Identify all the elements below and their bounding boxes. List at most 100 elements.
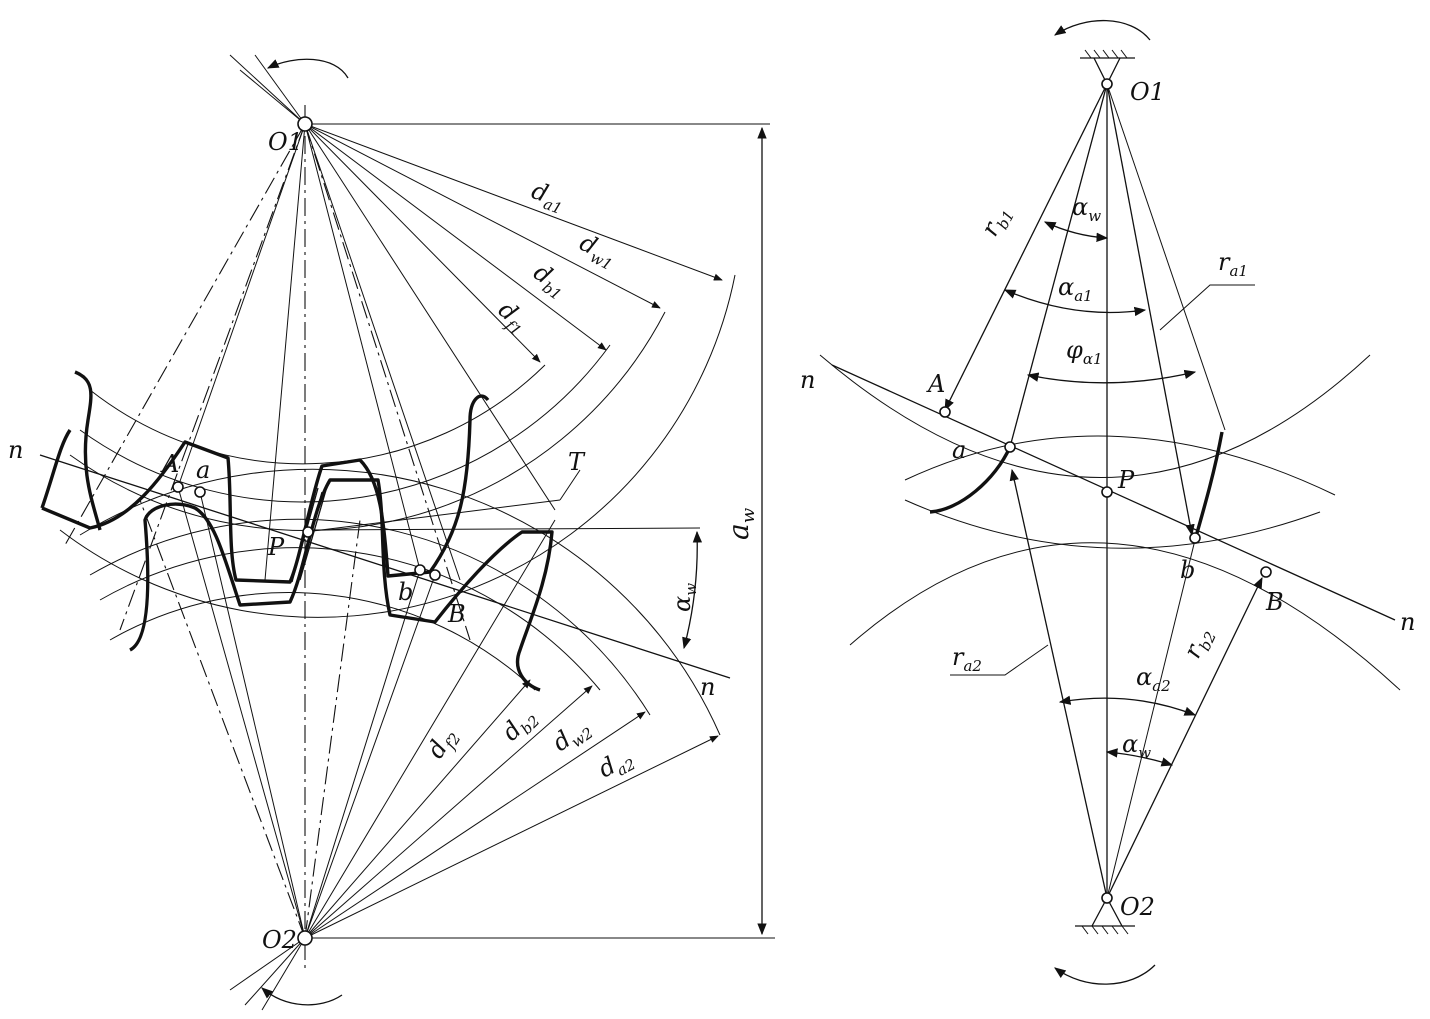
ra1-leader [1159, 284, 1255, 331]
gear1-base-circle [79, 344, 611, 503]
gear1-circles [59, 274, 736, 618]
right-gear1-rotation-arrow [1054, 19, 1151, 41]
gear1-addendum-circle [59, 274, 736, 618]
left-o2-point [297, 930, 313, 946]
tangent-T-line [304, 499, 561, 533]
phi-a1-arc [1026, 369, 1197, 384]
gear1-rotation-arrow [266, 58, 349, 79]
o1-to-a-line [1009, 83, 1108, 448]
right-gear2-rotation-arrow [1054, 964, 1156, 985]
o1-aux-line [1106, 83, 1226, 431]
right-tooth-profile-a [929, 446, 1012, 514]
left-o1-point [297, 116, 313, 132]
label-rb2: rb2 [1178, 623, 1220, 664]
label-db2: db2 [496, 702, 543, 749]
gear2-base-arc [849, 542, 1401, 691]
gear1-base-arc [819, 354, 1371, 478]
rb2-line [1106, 576, 1263, 899]
svg-text:df1: df1 [490, 296, 534, 340]
gear2-radial-lines [139, 486, 719, 1011]
right-n-right-label: n [1400, 608, 1415, 636]
gear2-tooth-profile [129, 478, 554, 692]
label-df2: df2 [421, 722, 464, 765]
left-A-label: A [160, 450, 179, 478]
svg-text:rb2: rb2 [1178, 623, 1220, 664]
right-o1-point [1101, 78, 1113, 90]
label-phi-a1: φα1 [1066, 336, 1103, 368]
right-point-b [1189, 532, 1201, 544]
alpha-a1-arc [1003, 289, 1147, 317]
ra2-leader [950, 644, 1049, 676]
right-n-left-label: n [800, 366, 815, 394]
right-gear-circles [819, 354, 1401, 691]
right-A-label: A [926, 370, 945, 398]
svg-text:df2: df2 [421, 722, 464, 765]
gear2-pitch-circle [89, 518, 651, 716]
left-b-label: b [398, 578, 413, 606]
left-point-a [194, 486, 206, 498]
right-point-a [1004, 441, 1016, 453]
right-a-label: a [952, 436, 966, 464]
left-point-b [414, 564, 426, 576]
svg-text:db2: db2 [496, 702, 543, 749]
rb1-line [944, 83, 1108, 412]
gear2-addendum-circle [79, 468, 721, 736]
left-gear-figure: O1 O2 n n A a P b B T da1 dw1 db1 df1 df… [8, 54, 775, 1011]
right-point-A [939, 406, 951, 418]
label-db1: db1 [526, 258, 573, 304]
svg-text:db1: db1 [526, 258, 573, 304]
right-o1-label: O1 [1130, 78, 1165, 106]
left-point-P [302, 526, 314, 538]
ra1-line [1106, 83, 1195, 537]
label-alpha-w-bottom: αw [1122, 730, 1151, 762]
gear1-tooth-profile [40, 370, 490, 584]
left-point-A [172, 481, 184, 493]
label-da1: da1 [527, 176, 570, 218]
right-point-P [1101, 486, 1113, 498]
alpha-a2-arc [1058, 695, 1197, 716]
label-ra1: ra1 [1218, 248, 1248, 280]
right-tooth-profile-b [1193, 431, 1224, 541]
right-o2-point [1101, 892, 1113, 904]
right-P-label: P [1117, 466, 1135, 494]
T-leader [559, 469, 581, 501]
label-pressure-angle: αw [668, 583, 700, 612]
left-o2-label: O2 [262, 926, 297, 954]
left-o1-label: O1 [268, 128, 303, 156]
label-ra2: ra2 [952, 643, 982, 675]
ra2-line [1009, 468, 1108, 899]
gear1-pitch-circle [69, 311, 666, 531]
right-b-label: b [1180, 556, 1195, 584]
gear2-circles [79, 468, 721, 736]
svg-text:dw2: dw2 [547, 712, 596, 760]
label-center-distance: aw [722, 507, 759, 540]
left-point-B [429, 569, 441, 581]
right-gear-figure: O1 O2 n n A a P b B rb1 ra1 ra2 rb2 αw α… [800, 19, 1415, 985]
left-B-label: B [447, 600, 466, 628]
svg-text:αw: αw [668, 583, 700, 612]
alpha-w-top-arc [1043, 221, 1109, 243]
svg-text:aw: aw [722, 507, 759, 540]
label-alpha-a1: αa1 [1058, 273, 1093, 305]
gear2-rotation-arrow [261, 987, 343, 1006]
left-T-label: T [568, 448, 586, 476]
left-n-bottom-label: n [700, 673, 715, 701]
pressure-angle-arc [682, 530, 703, 650]
label-df1: df1 [490, 296, 534, 340]
gear2-base-circle [99, 547, 601, 691]
svg-text:da1: da1 [527, 176, 570, 218]
gear1-radial-lines [64, 54, 723, 641]
right-o2-label: O2 [1120, 893, 1155, 921]
pitch-tangent-line [304, 527, 701, 531]
label-dw2: dw2 [547, 712, 596, 760]
o2-to-b-line [1106, 539, 1196, 899]
gear1-root-circle [89, 364, 546, 465]
gear2-addendum-arc [904, 499, 1321, 549]
label-rb1: rb1 [976, 207, 1019, 241]
right-B-label: B [1265, 588, 1284, 616]
gear1-addendum-arc [904, 435, 1336, 496]
left-P-label: P [267, 533, 285, 561]
right-line-of-action [831, 364, 1396, 621]
right-point-B [1260, 566, 1272, 578]
svg-text:da2: da2 [594, 743, 639, 787]
